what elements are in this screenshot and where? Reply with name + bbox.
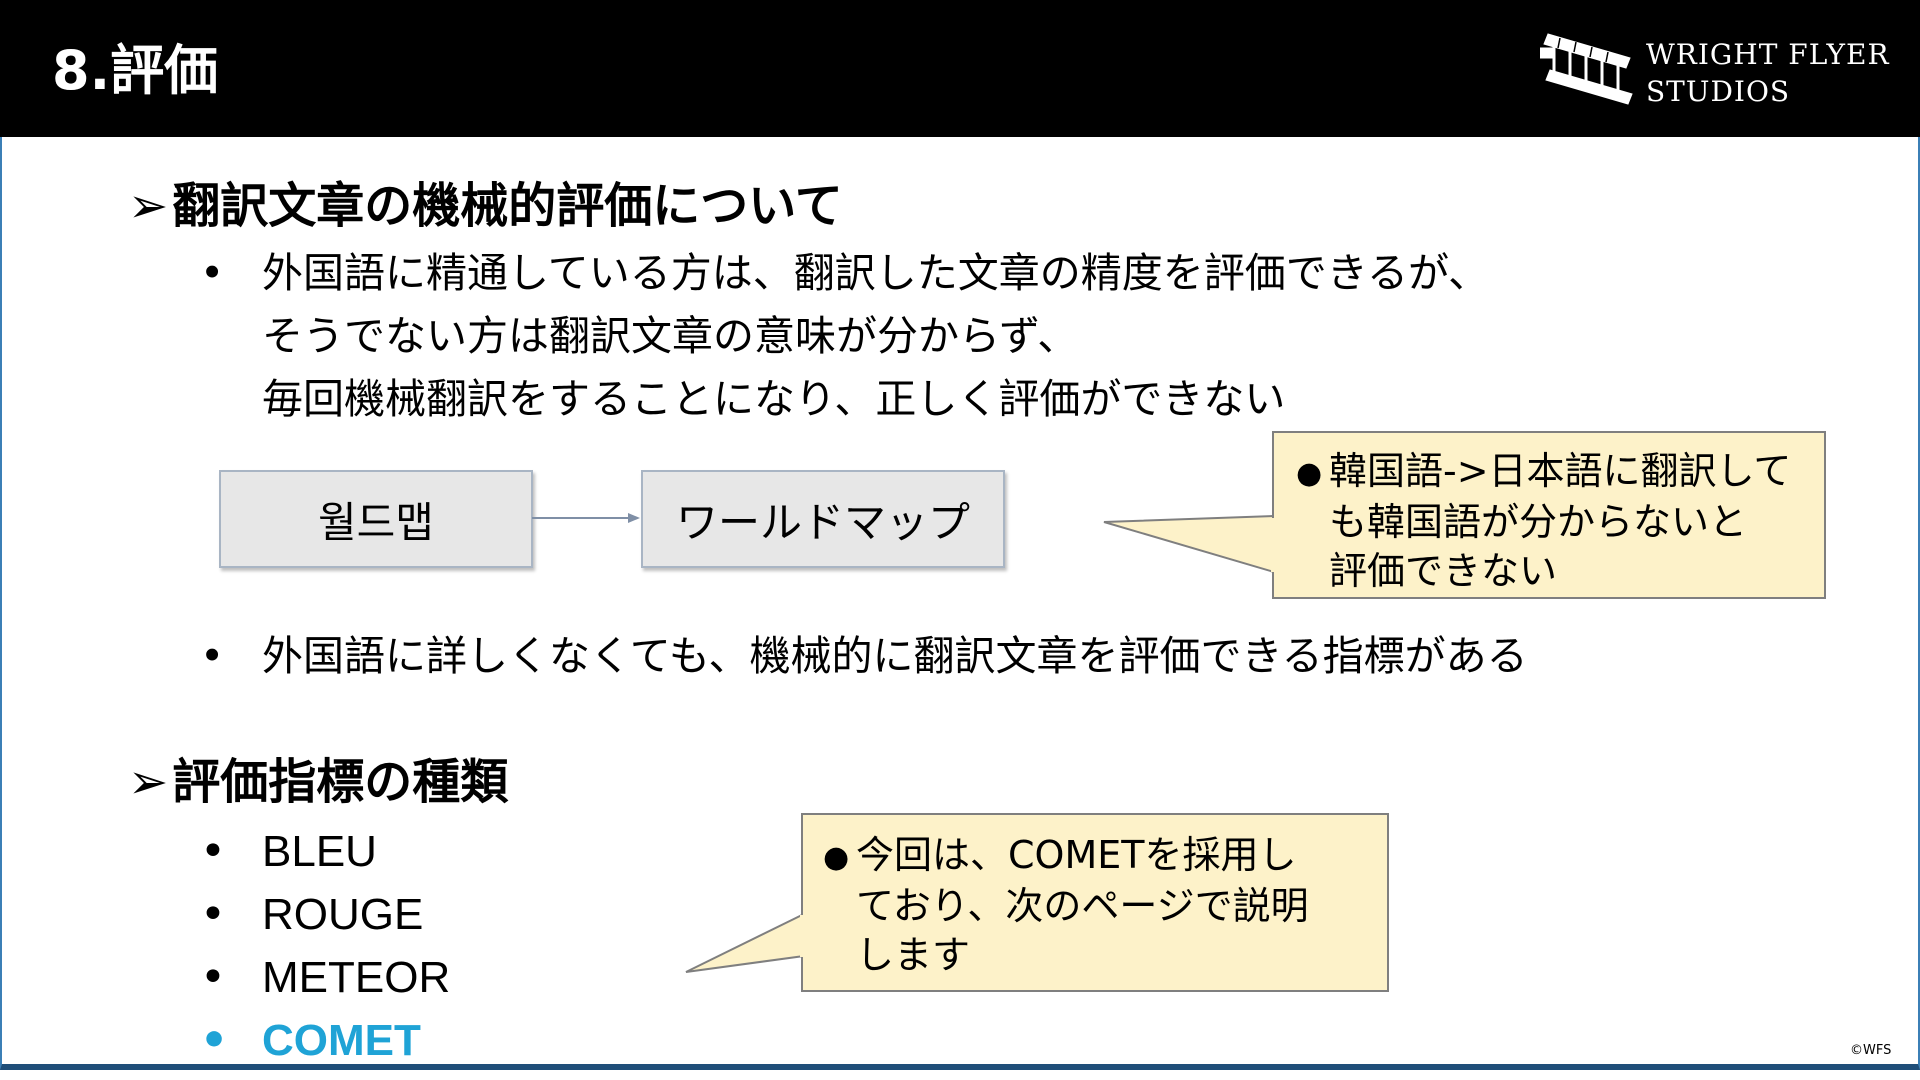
callout-bullet-dot: ● (823, 840, 850, 875)
section-heading-text: 評価指標の種類 (172, 754, 509, 810)
bullet-dot: • (200, 1015, 229, 1066)
callout-comet-note: ●今回は、COMETを採用し ており、次のページで説明 します (801, 813, 1389, 992)
section-heading-text: 翻訳文章の機械的評価について (172, 178, 843, 234)
page-title: 8.評価 (52, 39, 219, 102)
callout-text: 今回は、COMETを採用し (856, 833, 1297, 877)
metric-item-bleu: • BLEU (200, 820, 377, 883)
metric-item-meteor: • METEOR (200, 946, 450, 1009)
metric-name: BLEU (262, 827, 377, 876)
bullet-dot: • (200, 826, 226, 877)
copyright-text: ©WFS (1850, 1043, 1892, 1058)
bullet-dot: • (200, 249, 225, 297)
callout-line: ており、次のページで説明 (856, 884, 1309, 928)
callout-pointer (685, 912, 805, 973)
arrow-right-icon (532, 513, 640, 523)
logo-text-line2: STUDIOS (1646, 75, 1791, 108)
section-heading-metric-types: ➢評価指標の種類 (128, 752, 508, 812)
source-word-box: 월드맵 (219, 470, 533, 568)
bullet-item: • 外国語に精通している方は、翻訳した文章の精度を評価できるが、 (200, 242, 1489, 305)
callout-join (800, 915, 806, 957)
bullet-dot: • (200, 889, 226, 940)
metric-item-comet: • COMET (200, 1009, 421, 1072)
bullet-text-continuation: そうでない方は翻訳文章の意味が分からず、 (262, 312, 1079, 360)
callout-line: ●今回は、COMETを採用し (823, 831, 1387, 882)
metric-name: METEOR (262, 953, 451, 1002)
bullet-dot: • (200, 952, 226, 1003)
bullet-text: 外国語に詳しくなくても、機械的に翻訳文章を評価できる指標がある (262, 632, 1528, 680)
callout-line: ●韓国語->日本語に翻訳して (1296, 447, 1824, 498)
bullet-item: • 外国語に詳しくなくても、機械的に翻訳文章を評価できる指標がある (200, 625, 1528, 688)
callout-join (1271, 518, 1277, 572)
metric-item-rouge: • ROUGE (200, 883, 423, 946)
content-frame (0, 137, 1920, 1070)
callout-text: 韓国語->日本語に翻訳して (1329, 449, 1792, 493)
company-logo: WRIGHT FLYER STUDIOS (1540, 28, 1900, 112)
metric-name: COMET (262, 1016, 421, 1065)
bullet-text-continuation: 毎回機械翻訳をすることになり、正しく評価ができない (262, 375, 1286, 423)
biplane-logo-icon (1540, 33, 1633, 105)
metric-name: ROUGE (262, 890, 424, 939)
target-word-box: ワールドマップ (641, 470, 1005, 568)
target-word-label: ワールドマップ (675, 497, 970, 547)
bullet-text: 外国語に精通している方は、翻訳した文章の精度を評価できるが、 (262, 249, 1490, 297)
arrow-bullet-icon: ➢ (128, 754, 169, 810)
callout-line: も韓国語が分からないと (1329, 500, 1748, 544)
callout-line: 評価できない (1329, 549, 1558, 593)
callout-korean-note: ●韓国語->日本語に翻訳して も韓国語が分からないと 評価できない (1272, 431, 1826, 599)
callout-line: します (856, 933, 971, 977)
callout-bullet-dot: ● (1296, 456, 1323, 491)
bullet-dot: • (200, 632, 225, 680)
logo-text-line1: WRIGHT FLYER (1646, 38, 1890, 71)
callout-pointer (1103, 514, 1275, 574)
section-heading-machine-evaluation: ➢翻訳文章の機械的評価について (128, 176, 843, 236)
source-word-label: 월드맵 (318, 497, 434, 547)
header-bar: 8.評価 WRIGHT FLYER STUDIOS (0, 0, 1920, 137)
arrow-bullet-icon: ➢ (128, 178, 169, 234)
